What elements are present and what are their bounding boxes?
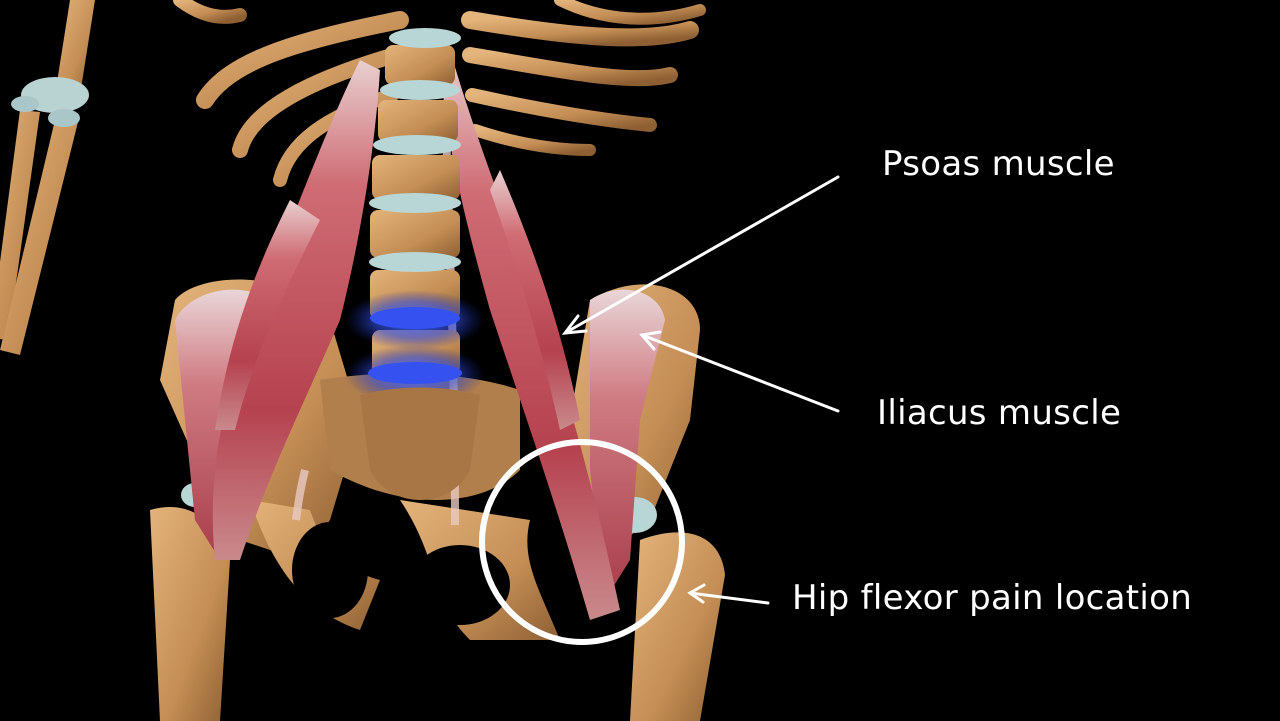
- iliacus-arrow-head: [639, 330, 662, 351]
- annotation-arrows: [561, 175, 840, 605]
- psoas-arrow-head: [561, 314, 588, 335]
- psoas-muscle-label: Psoas muscle: [882, 144, 1115, 184]
- iliacus-arrow: [640, 333, 840, 413]
- hip-flexor-pain-label: Hip flexor pain location: [792, 578, 1193, 618]
- psoas-arrow: [563, 175, 840, 335]
- femur-bones: [150, 483, 725, 721]
- iliacus-muscle-label: Iliacus muscle: [877, 393, 1122, 433]
- hip-pain-arrow-head: [687, 583, 706, 604]
- left-arm-bones: [0, 0, 95, 355]
- pain-location-circle: [479, 439, 685, 645]
- hip-pain-arrow: [688, 591, 770, 605]
- sacrum: [360, 387, 480, 500]
